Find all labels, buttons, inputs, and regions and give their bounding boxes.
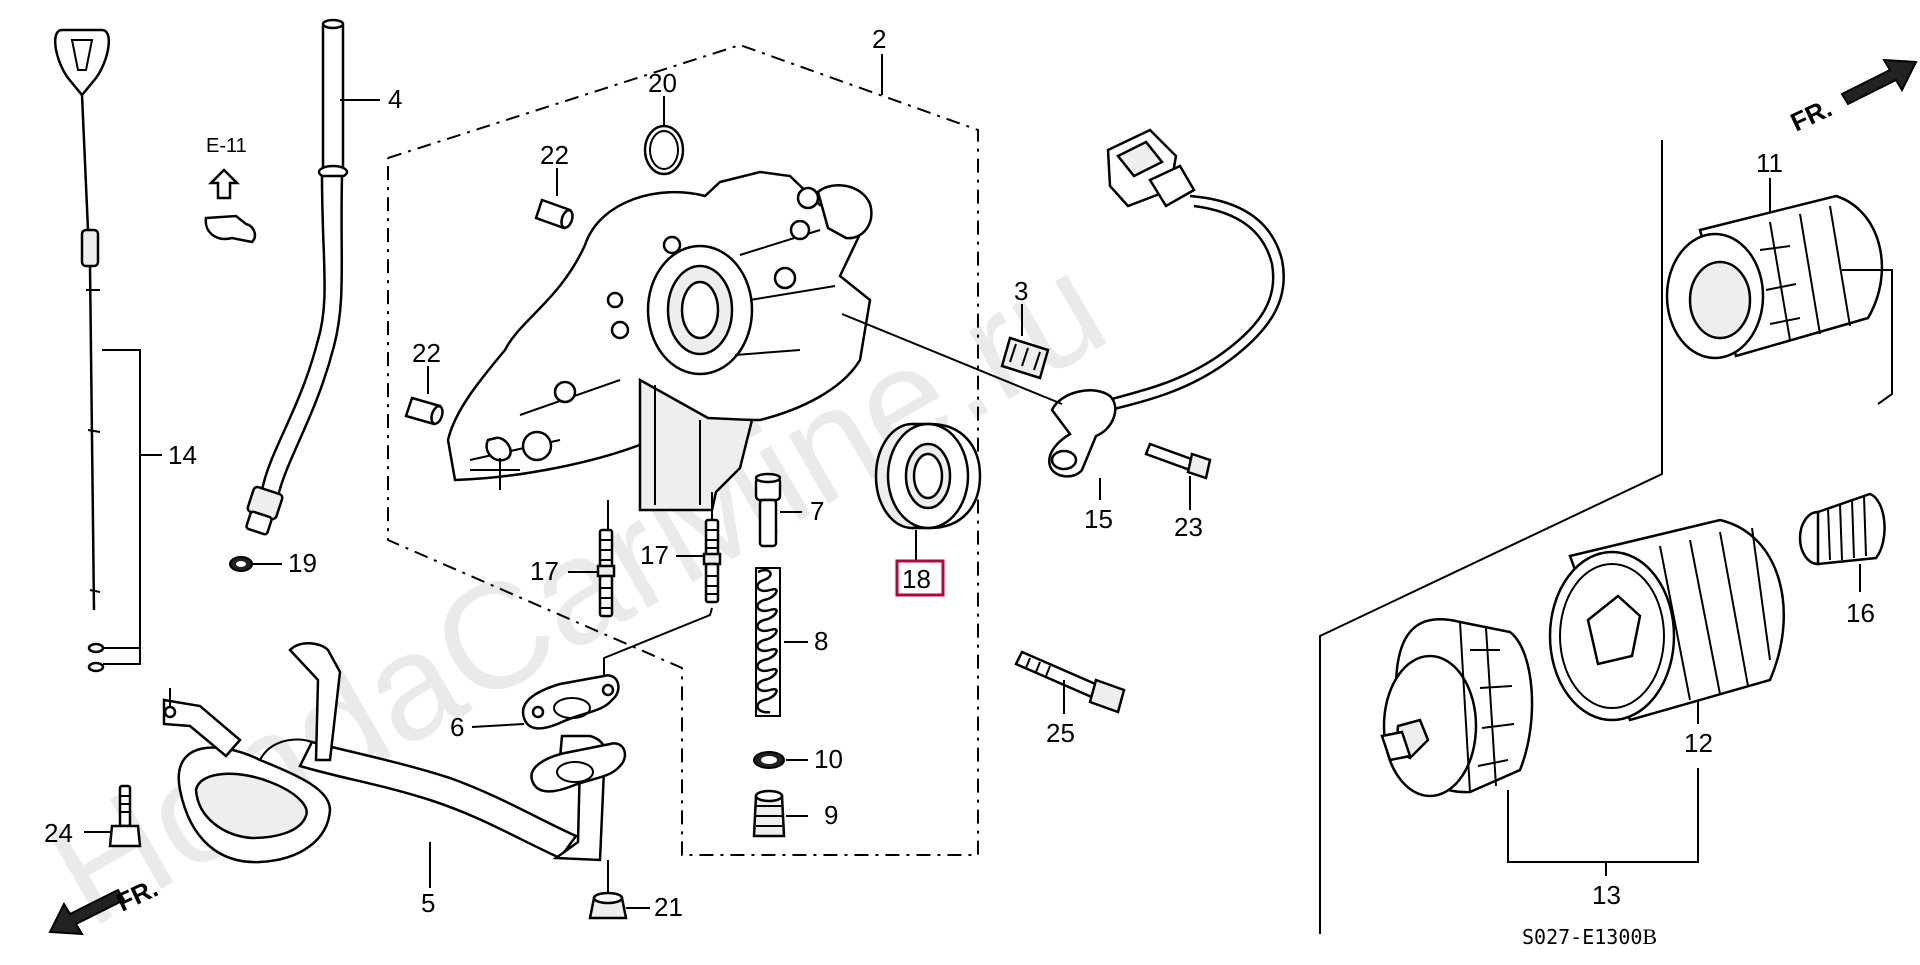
callout-23: 23 bbox=[1174, 512, 1203, 542]
oil-pump-body[interactable] bbox=[446, 170, 873, 512]
front-label-top: FR. bbox=[1786, 93, 1837, 138]
assembly-boundary-2 bbox=[387, 43, 979, 856]
callout-22a: 22 bbox=[540, 140, 569, 170]
stud-17a[interactable] bbox=[596, 528, 616, 618]
callout-15: 15 bbox=[1084, 504, 1113, 534]
gasket-6[interactable] bbox=[521, 674, 620, 730]
callout-14: 14 bbox=[168, 440, 197, 470]
dowel-pin-22a[interactable] bbox=[534, 198, 575, 230]
callout-18: 18 bbox=[902, 564, 931, 594]
callout-3: 3 bbox=[1014, 276, 1028, 306]
bolt-25[interactable] bbox=[1014, 650, 1126, 714]
oil-pressure-sensor-harness-15[interactable] bbox=[1048, 128, 1285, 478]
callout-6: 6 bbox=[450, 712, 464, 742]
callout-16: 16 bbox=[1846, 598, 1875, 628]
drawing-code-suffix: B bbox=[1642, 924, 1657, 949]
callout-8: 8 bbox=[814, 626, 828, 656]
oil-strainer[interactable] bbox=[162, 642, 627, 864]
o-ring-19[interactable] bbox=[229, 556, 253, 572]
washer-10[interactable] bbox=[753, 751, 785, 769]
stud-17b[interactable] bbox=[702, 518, 722, 604]
callout-2: 2 bbox=[872, 24, 886, 54]
drain-plug-16[interactable] bbox=[1798, 492, 1886, 566]
callout-24: 24 bbox=[44, 818, 73, 848]
oil-seal-18[interactable] bbox=[874, 422, 982, 530]
callout-12: 12 bbox=[1684, 728, 1713, 758]
front-arrow-top bbox=[1840, 58, 1918, 106]
relief-valve-7[interactable] bbox=[754, 472, 782, 548]
dipstick[interactable] bbox=[54, 28, 110, 673]
relief-spring-8[interactable] bbox=[755, 567, 781, 717]
o-ring-20[interactable] bbox=[643, 124, 685, 176]
front-arrow-bottom bbox=[48, 888, 126, 936]
highlight-box-18 bbox=[895, 559, 945, 597]
callout-21: 21 bbox=[654, 892, 683, 922]
callout-9: 9 bbox=[824, 800, 838, 830]
callout-11: 11 bbox=[1756, 148, 1783, 178]
reference-e11 bbox=[204, 168, 257, 244]
oil-filter-11[interactable] bbox=[1665, 194, 1884, 360]
bolt-23[interactable] bbox=[1144, 442, 1212, 480]
oil-filter-13[interactable] bbox=[1380, 618, 1534, 798]
callout-19: 19 bbox=[288, 548, 317, 578]
callout-17a: 17 bbox=[530, 556, 559, 586]
callout-22b: 22 bbox=[412, 338, 441, 368]
reference-label-e11: E-11 bbox=[206, 135, 247, 157]
callout-20: 20 bbox=[648, 68, 677, 98]
callout-4: 4 bbox=[388, 84, 402, 114]
nut-21[interactable] bbox=[588, 891, 628, 920]
callout-5: 5 bbox=[421, 888, 435, 918]
callout-17b: 17 bbox=[640, 540, 669, 570]
cap-3[interactable] bbox=[1000, 336, 1050, 380]
bolt-24[interactable] bbox=[108, 784, 142, 848]
callout-10: 10 bbox=[814, 744, 843, 774]
sealing-bolt-9[interactable] bbox=[752, 789, 786, 838]
dowel-pin-22b[interactable] bbox=[404, 396, 445, 426]
drawing-code-main: S027-E1300 bbox=[1522, 925, 1642, 949]
callout-7: 7 bbox=[810, 496, 824, 526]
drawing-code: S027-E1300B bbox=[1522, 924, 1657, 949]
leader-14 bbox=[102, 349, 141, 665]
callout-13: 13 bbox=[1592, 880, 1621, 910]
oil-filter-12[interactable] bbox=[1548, 518, 1785, 722]
callout-25: 25 bbox=[1046, 718, 1075, 748]
dipstick-tube[interactable] bbox=[245, 18, 349, 536]
filter-panel-divider bbox=[1319, 140, 1663, 934]
